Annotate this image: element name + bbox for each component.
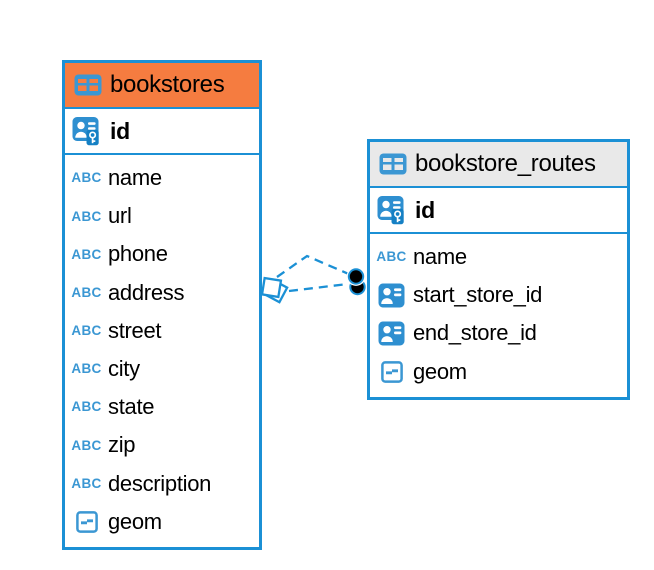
primary-key-icon [375, 195, 408, 226]
column-name: zip [108, 432, 136, 458]
column-name: city [108, 356, 140, 382]
primary-key-row-bookstores[interactable]: id [65, 109, 259, 155]
column-name: state [108, 394, 155, 420]
column-name: end_store_id [413, 320, 537, 346]
column-name: start_store_id [413, 282, 543, 308]
text-type-icon: ABC [71, 208, 102, 224]
text-type-icon: ABC [71, 284, 102, 300]
primary-key-name: id [415, 196, 435, 223]
text-type-icon: ABC [71, 399, 102, 415]
text-type-icon: ABC [71, 246, 102, 262]
column-name: url [108, 203, 132, 229]
relationship-line-2 [288, 282, 349, 293]
column-name: street [108, 317, 162, 343]
column-name: geom [413, 358, 467, 384]
text-type-icon: ABC [71, 323, 102, 339]
column-row[interactable]: ABC [65, 465, 259, 503]
table-name: bookstores [110, 71, 225, 98]
text-type-icon: ABC [71, 437, 102, 453]
column-name: description [108, 470, 212, 496]
column-list-bookstore-routes: ABC [370, 234, 627, 397]
column-name: address [108, 279, 185, 305]
primary-key-icon [70, 116, 103, 147]
column-row[interactable]: ABC [65, 235, 259, 273]
geometry-type-icon [75, 510, 98, 533]
column-name: name [108, 165, 162, 191]
column-name: geom [108, 508, 162, 534]
text-type-icon: ABC [71, 361, 102, 377]
column-row[interactable]: ABC [65, 388, 259, 426]
table-bookstore-routes[interactable]: bookstore_routes id [367, 139, 630, 400]
table-header-bookstore-routes[interactable]: bookstore_routes [370, 142, 627, 188]
text-type-icon: ABC [71, 475, 102, 491]
column-row[interactable]: ABC [65, 159, 259, 197]
table-header-bookstores[interactable]: bookstores [65, 63, 259, 109]
column-row[interactable]: ABC [370, 353, 627, 391]
column-list-bookstores: ABC [65, 155, 259, 547]
column-row[interactable]: ABC [65, 197, 259, 235]
foreign-key-icon [378, 321, 405, 346]
geometry-type-icon [380, 360, 403, 383]
primary-key-name: id [110, 117, 130, 144]
column-row[interactable]: ABC [370, 276, 627, 314]
column-row[interactable]: ABC [65, 312, 259, 350]
column-row[interactable]: ABC [370, 314, 627, 352]
many-end-diamond-icon[interactable] [260, 276, 289, 304]
column-name: name [413, 244, 467, 270]
column-row[interactable]: ABC [65, 503, 259, 541]
relationship-lines[interactable] [276, 254, 352, 293]
relationship-line-1 [276, 254, 352, 278]
one-end-dot-icon[interactable] [346, 267, 366, 296]
table-name: bookstore_routes [415, 150, 596, 177]
column-row[interactable]: ABC [65, 274, 259, 312]
text-type-icon: ABC [376, 249, 407, 265]
column-name: phone [108, 241, 168, 267]
primary-key-row-bookstore-routes[interactable]: id [370, 188, 627, 234]
column-row[interactable]: ABC [65, 426, 259, 464]
table-bookstores[interactable]: bookstores id [62, 60, 262, 550]
column-row[interactable]: ABC [370, 238, 627, 276]
text-type-icon: ABC [71, 170, 102, 186]
column-row[interactable]: ABC [65, 350, 259, 388]
foreign-key-icon [378, 283, 405, 308]
table-icon [379, 153, 407, 175]
table-icon [74, 74, 102, 96]
